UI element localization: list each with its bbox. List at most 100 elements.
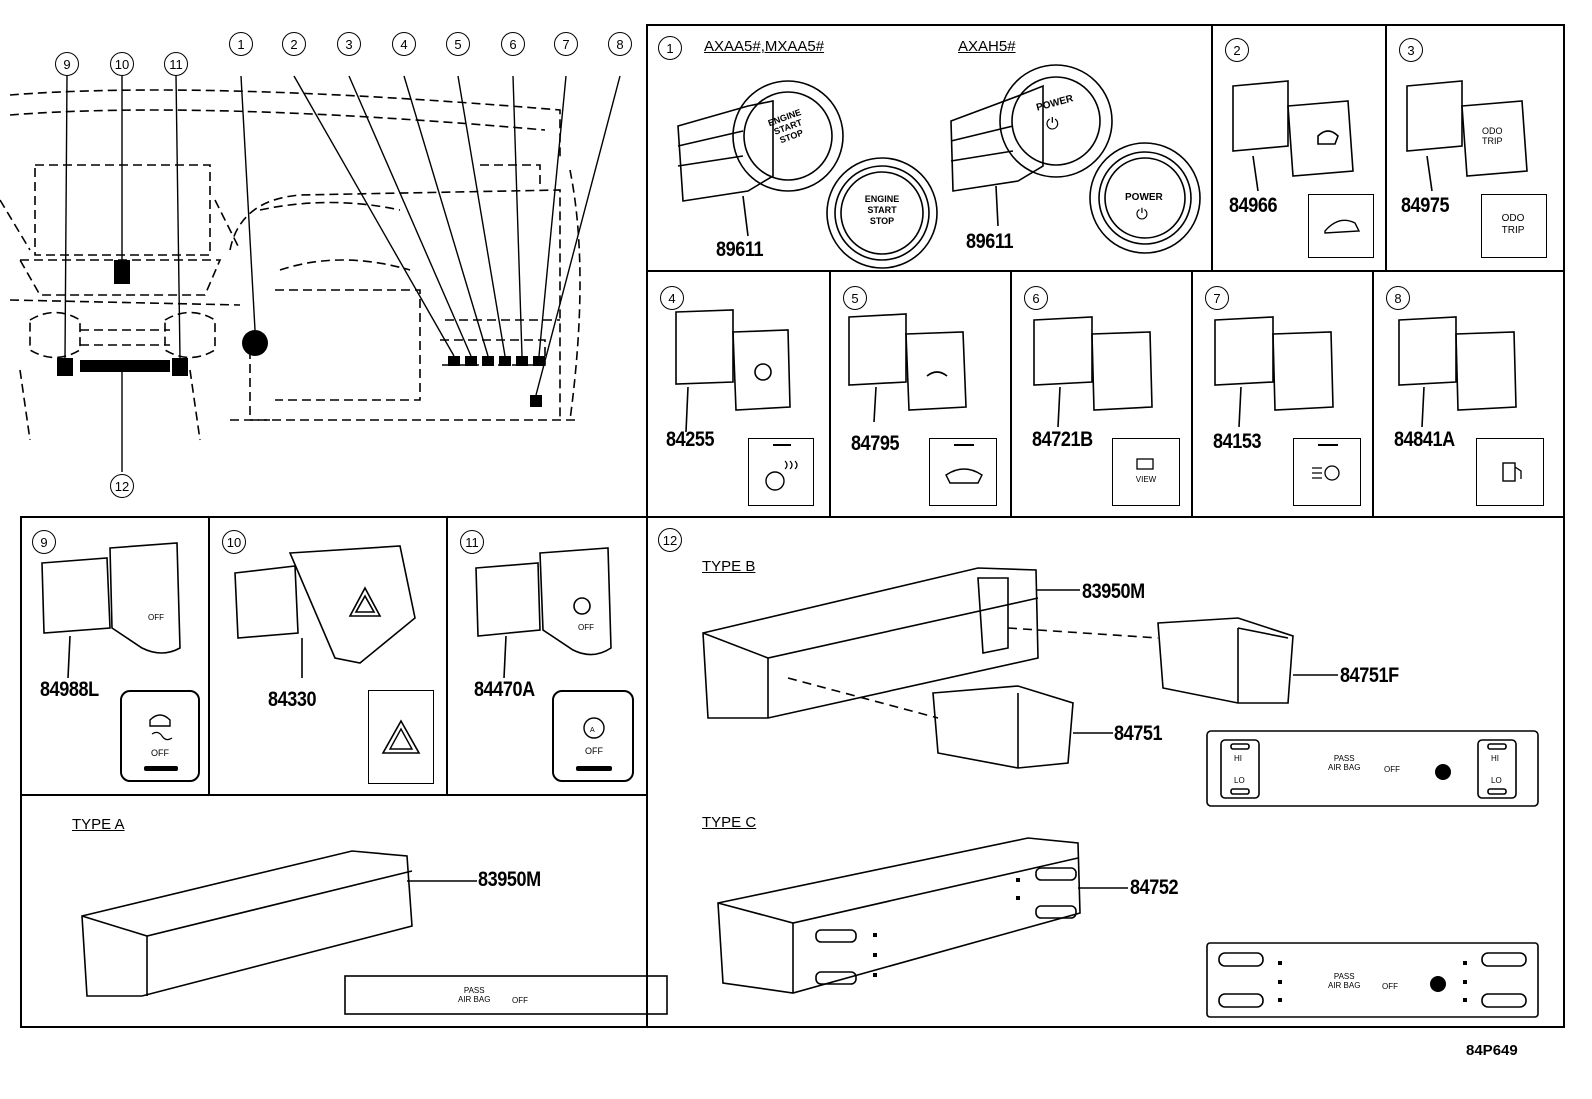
off-label: OFF [578, 623, 594, 632]
panel-2-icon-preview [1308, 194, 1374, 258]
model-label-a: AXAA5#,MXAA5# [704, 38, 825, 55]
auto-hold-icon: A [576, 717, 612, 771]
part-number-84153: 84153 [1213, 430, 1262, 453]
panel-callout-9: 9 [32, 530, 56, 554]
panel-6-icon-preview: VIEW [1112, 438, 1180, 506]
panel-11-icon-preview: A OFF [552, 690, 634, 782]
callout-2: 2 [282, 32, 306, 56]
panel-9-icon-preview: OFF [120, 690, 200, 782]
panel-callout-12: 12 [658, 528, 682, 552]
panel-callout-3: 3 [1399, 38, 1423, 62]
panel-8-icon-preview [1476, 438, 1544, 506]
off-label: OFF [585, 746, 603, 756]
panel-3-switch: 3 ODO TRIP 84975 ODO TRIP [1385, 24, 1565, 272]
trip-text: TRIP [1501, 225, 1525, 236]
off-label: OFF [148, 613, 164, 622]
panel-5-icon-preview [929, 438, 997, 506]
panel-callout-8: 8 [1386, 286, 1410, 310]
panel-callout-10: 10 [222, 530, 246, 554]
start-stop-label-b: ENGINE START STOP [854, 194, 910, 227]
svg-text:A: A [590, 727, 595, 734]
panel-11-switch: 11 OFF 84470A A OFF [446, 516, 648, 796]
airbag-off-text: OFF [1384, 765, 1400, 774]
pass-text: PASS [1333, 972, 1355, 981]
dashboard-drawing [0, 75, 621, 472]
model-label-b: AXAH5# [958, 38, 1016, 55]
panel-8-switch: 8 84841A [1372, 270, 1565, 518]
airbag-indicator-type-a: PASS AIR BAG [458, 986, 490, 1004]
switch-4-drawing [675, 309, 791, 433]
label-stop: STOP [869, 216, 895, 226]
part-number-83950m-type-b: 83950M [1082, 580, 1145, 603]
panel-2-switch: 2 84966 [1211, 24, 1387, 272]
panel-6-switch: 6 84721B VIEW [1010, 270, 1193, 518]
panel-9-switch: 9 OFF 84988L OFF [20, 516, 210, 796]
panel-callout-6: 6 [1024, 286, 1048, 310]
switch-8-drawing [1398, 316, 1517, 428]
panel-7-icon-preview [1293, 438, 1361, 506]
odo-trip-label: ODO TRIP [1482, 126, 1503, 146]
power-icon: ⏻ [1136, 206, 1148, 223]
lo-label: LO [1491, 776, 1502, 785]
odo-text: ODO [1501, 213, 1525, 224]
switch-10-drawing [234, 545, 416, 678]
switch-9-drawing [41, 542, 181, 679]
airbag-off-text: OFF [512, 996, 528, 1005]
start-switch-drawing [677, 64, 1201, 269]
part-number-83950m-type-a: 83950M [478, 868, 541, 891]
airbag-text: AIR BAG [458, 995, 491, 1004]
type-a-label: TYPE A [72, 816, 125, 833]
pass-text: PASS [1333, 754, 1355, 763]
panel-12-seat-heater-switch: 12 TYPE B TYPE C [646, 516, 1565, 1028]
panel-7-switch: 7 84153 [1191, 270, 1374, 518]
part-number-89611-b: 89611 [966, 230, 1014, 253]
part-number-84966: 84966 [1229, 194, 1278, 217]
view-label: VIEW [1135, 475, 1157, 484]
part-number-84751f: 84751F [1340, 664, 1399, 687]
hi-label: HI [1491, 754, 1499, 763]
part-number-84470a: 84470A [474, 678, 535, 701]
panel-12-drawing [702, 567, 1539, 1018]
type-c-label: TYPE C [702, 814, 757, 831]
traction-control-icon [144, 714, 178, 771]
callout-9: 9 [55, 52, 79, 76]
panel-5-switch: 5 84795 [829, 270, 1012, 518]
type-a-drawing [81, 850, 668, 1015]
part-number-84975: 84975 [1401, 194, 1450, 217]
dashboard-overview: 9 10 11 1 2 3 4 5 6 7 8 12 [0, 20, 645, 510]
switch-7-drawing [1214, 316, 1334, 428]
steering-heater-icon [765, 444, 798, 491]
airbag-indicator-type-c: PASS AIR BAG [1328, 972, 1360, 990]
auto-headlamp-icon [1312, 444, 1340, 481]
part-number-84988l: 84988L [40, 678, 99, 701]
rear-defogger-icon [945, 444, 983, 484]
panel-4-switch: 4 84255 [646, 270, 831, 518]
airbag-indicator-type-b: PASS AIR BAG [1328, 754, 1360, 772]
callout-3: 3 [337, 32, 361, 56]
part-number-84330: 84330 [268, 688, 317, 711]
callout-1: 1 [229, 32, 253, 56]
odo-trip-icon-text: ODO TRIP [1482, 213, 1544, 237]
airbag-text: AIR BAG [1328, 763, 1361, 772]
part-number-89611-a: 89611 [716, 238, 764, 261]
airbag-text: AIR BAG [1328, 981, 1361, 990]
label-start: START [867, 205, 897, 215]
vehicle-icon [1324, 219, 1361, 234]
callout-7: 7 [554, 32, 578, 56]
callout-4: 4 [392, 32, 416, 56]
callout-10: 10 [110, 52, 134, 76]
switch-11-drawing [475, 547, 612, 679]
panel-callout-1: 1 [658, 36, 682, 60]
part-number-84752: 84752 [1130, 876, 1179, 899]
label-engine: ENGINE [864, 194, 900, 204]
part-number-84841a: 84841A [1394, 428, 1455, 451]
panel-10-switch: 10 84330 [208, 516, 448, 796]
odo-text: ODO [1482, 126, 1503, 136]
callout-11: 11 [164, 52, 188, 76]
part-number-84751: 84751 [1114, 722, 1163, 745]
fuel-door-icon [1502, 462, 1522, 482]
panel-callout-11: 11 [460, 530, 484, 554]
panel-10-icon-preview [368, 690, 434, 784]
panel-4-icon-preview [748, 438, 814, 506]
trip-text: TRIP [1482, 136, 1503, 146]
